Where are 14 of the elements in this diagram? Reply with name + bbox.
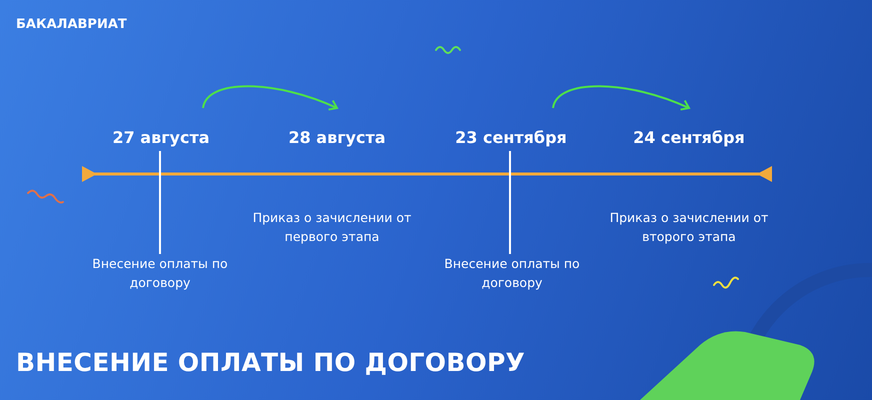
date-label: 23 сентября: [455, 128, 567, 148]
event-text: Приказ о зачислении от первого этапа: [252, 209, 412, 246]
date-label: 28 августа: [288, 128, 386, 148]
curved-arrow: [202, 85, 338, 111]
event-text: Внесение оплаты по договору: [443, 255, 581, 292]
curved-arrow: [552, 85, 690, 111]
connector-line: [509, 151, 511, 254]
date-label: 24 сентября: [633, 128, 745, 148]
date-label: 27 августа: [112, 128, 210, 148]
event-text: Приказ о зачислении от второго этапа: [608, 209, 770, 246]
category-label: БАКАЛАВРИАТ: [16, 17, 127, 32]
connector-line: [159, 151, 161, 254]
event-text: Внесение оплаты по договору: [91, 255, 229, 292]
page-title: ВНЕСЕНИЕ ОПЛАТЫ ПО ДОГОВОРУ: [16, 348, 525, 377]
